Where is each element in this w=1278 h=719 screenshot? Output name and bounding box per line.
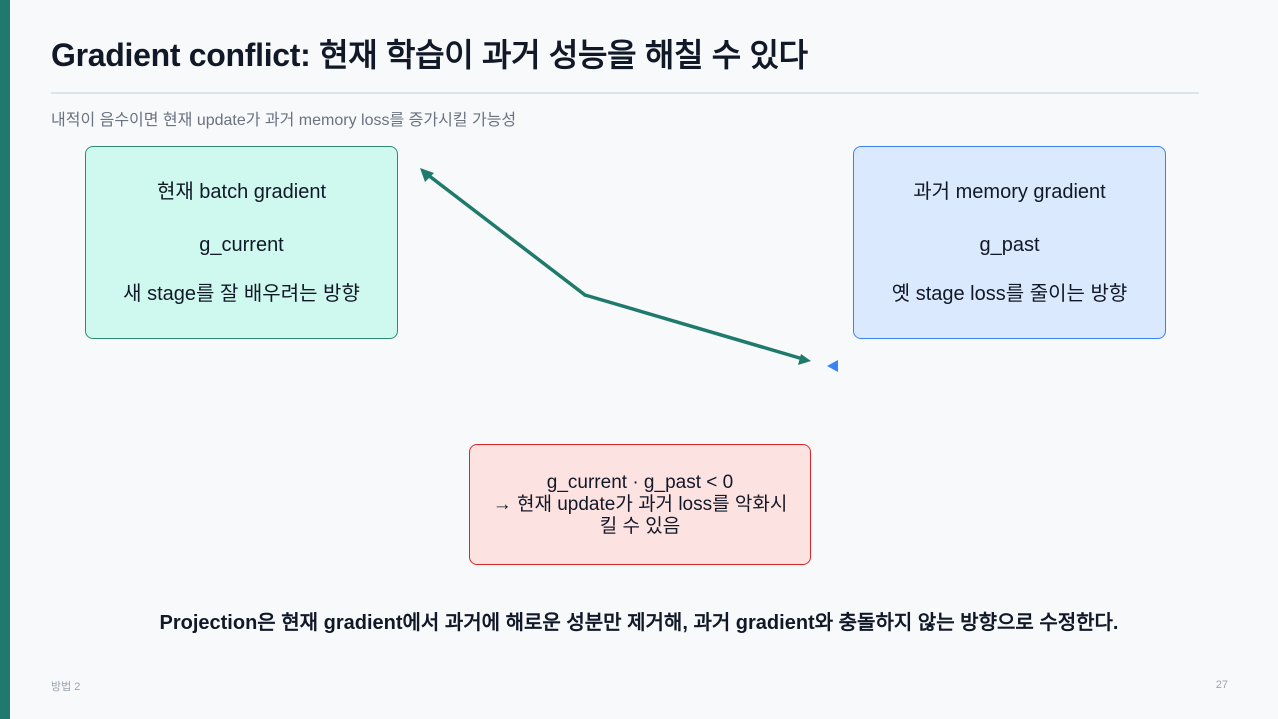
conflict-condition-box: g_current · g_past < 0 → 현재 update가 과거 l… <box>469 444 811 565</box>
accent-bar <box>0 0 10 719</box>
past-gradient-description: 옛 stage loss를 줄이는 방향 <box>891 282 1128 305</box>
past-gradient-symbol: g_past <box>979 233 1040 256</box>
past-gradient-box: 과거 memory gradient g_past 옛 stage loss를 … <box>853 146 1166 339</box>
conflict-consequence-line2: 킬 수 있음 <box>599 515 681 537</box>
current-gradient-heading: 현재 batch gradient <box>156 180 327 203</box>
footer-section-label: 방법 2 <box>51 681 81 693</box>
slide-title: Gradient conflict: 현재 학습이 과거 성능을 해칠 수 있다 <box>51 37 808 73</box>
past-gradient-heading: 과거 memory gradient <box>913 180 1106 203</box>
slide-subtitle: 내적이 음수이면 현재 update가 과거 memory loss를 증가시킬… <box>51 112 517 129</box>
past-gradient-arrow <box>583 293 811 365</box>
current-gradient-arrow <box>420 168 587 297</box>
title-divider <box>51 92 1199 94</box>
conclusion-text: Projection은 현재 gradient에서 과거에 해로운 성분만 제거… <box>159 612 1119 634</box>
current-gradient-symbol: g_current <box>199 233 284 256</box>
conflict-inequality: g_current · g_past < 0 <box>546 471 734 493</box>
page-number: 27 <box>1215 679 1228 691</box>
past-direction-marker <box>827 360 838 372</box>
current-gradient-box: 현재 batch gradient g_current 새 stage를 잘 배… <box>85 146 398 339</box>
conflict-consequence-line1: → 현재 update가 과거 loss를 악화시 <box>492 493 788 515</box>
current-gradient-description: 새 stage를 잘 배우려는 방향 <box>123 282 360 305</box>
